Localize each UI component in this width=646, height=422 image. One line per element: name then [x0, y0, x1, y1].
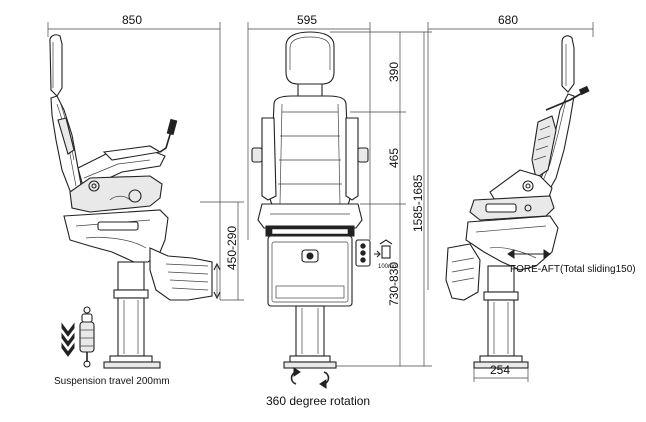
dim-seat-height: 450-290	[200, 201, 244, 301]
dim-254: 254	[490, 363, 510, 377]
left-side-view	[49, 34, 213, 369]
dim-1585-1685: 1585-1685	[411, 174, 425, 232]
dim-450-290: 450-290	[225, 226, 239, 270]
fore-aft-arrow	[507, 249, 551, 259]
rotation-caption: 360 degree rotation	[266, 394, 370, 408]
dim-top-center: 595	[247, 13, 371, 240]
rotation-icon	[290, 367, 330, 389]
dim-base-width: 254	[473, 363, 529, 382]
dim-vertical: 390 465 730-830 1585-1685	[330, 31, 432, 367]
suspension-caption: Suspension travel 200mm	[54, 376, 170, 387]
dim-680: 680	[498, 13, 518, 27]
dim-850: 850	[122, 13, 142, 27]
dim-top-right: 680	[427, 13, 594, 290]
control-panel: 100mm	[355, 239, 398, 270]
dim-595: 595	[297, 13, 317, 27]
suspension-icon	[61, 306, 95, 368]
control-panel-label: 100mm	[378, 264, 398, 270]
dim-390: 390	[387, 62, 401, 82]
fore-aft-caption: FORE-AFT(Total sliding150)	[510, 264, 636, 275]
right-side-view	[445, 35, 590, 369]
front-view	[251, 31, 369, 369]
dim-730-830: 730-830	[387, 262, 401, 306]
dim-top-left: 850	[47, 13, 221, 300]
dim-465: 465	[387, 148, 401, 168]
